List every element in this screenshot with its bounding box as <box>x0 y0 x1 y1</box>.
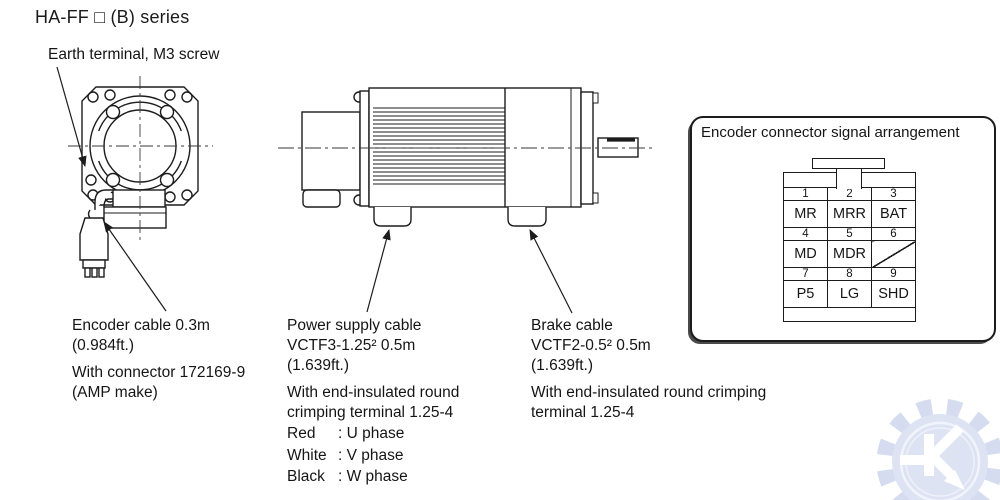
phase-black: Black : W phase <box>287 466 459 488</box>
gear-k-logo-icon <box>876 398 1000 500</box>
pin-signal: MRR <box>827 200 872 228</box>
pin-signal-table: 1 2 3 MR MRR BAT 4 5 6 MD MDR 7 8 9 P5 L… <box>783 172 916 322</box>
encoder-cable-line3: With connector 172169-9 <box>72 364 246 381</box>
table-row <box>783 307 916 322</box>
power-cable-line1: Power supply cable <box>287 317 422 334</box>
table-row: 7 8 9 <box>783 267 916 281</box>
power-cable-line3: (1.639ft.) <box>287 357 350 374</box>
connector-key-stem <box>836 166 862 189</box>
pin-signal: MR <box>783 200 828 228</box>
pin-number: 3 <box>871 187 916 201</box>
side-view-drawing <box>278 87 652 227</box>
encoder-cable-label: Encoder cable 0.3m (0.984ft.) With conne… <box>72 316 245 403</box>
phase-white-name: White <box>287 446 327 464</box>
phase-white-desc: : V phase <box>338 446 404 464</box>
power-cable-label: Power supply cable VCTF3-1.25² 0.5m (1.6… <box>287 316 459 488</box>
pin-signal: P5 <box>783 280 828 308</box>
encoder-cable-line1: Encoder cable 0.3m <box>72 317 210 334</box>
pin-number: 6 <box>871 227 916 241</box>
power-cable-line2: VCTF3-1.25² 0.5m <box>287 337 416 354</box>
power-cable-leader-arrow <box>366 228 391 313</box>
power-cable-line4: With end-insulated round <box>287 384 460 401</box>
table-row: P5 LG SHD <box>783 280 916 308</box>
power-cable-line5: crimping terminal 1.25-4 <box>287 404 454 421</box>
phase-red: Red : U phase <box>287 423 459 445</box>
table-row: MR MRR BAT <box>783 200 916 228</box>
pin-number: 4 <box>783 227 828 241</box>
page-title: HA-FF □ (B) series <box>35 7 190 27</box>
pin-number: 8 <box>827 267 872 281</box>
pin-signal: BAT <box>871 200 916 228</box>
pin-number: 9 <box>871 267 916 281</box>
encoder-panel-title: Encoder connector signal arrangement <box>701 124 960 141</box>
encoder-cable-leader-arrow <box>103 221 167 312</box>
pin-number: 7 <box>783 267 828 281</box>
brake-cable-line3: (1.639ft.) <box>531 357 594 374</box>
brake-cable-line5: terminal 1.25-4 <box>531 404 635 421</box>
encoder-cable-line2: (0.984ft.) <box>72 337 135 354</box>
pin-signal: MDR <box>827 240 872 268</box>
phase-red-name: Red <box>287 425 316 442</box>
pin-signal: LG <box>827 280 872 308</box>
brake-cable-line1: Brake cable <box>531 317 613 334</box>
phase-black-desc: : W phase <box>338 468 408 485</box>
table-row: 4 5 6 <box>783 227 916 241</box>
pin-number: 5 <box>827 227 872 241</box>
pin-signal: MD <box>783 240 828 268</box>
pin-signal: SHD <box>871 280 916 308</box>
brake-cable-leader-arrow <box>529 229 573 314</box>
pin-signal-no-connection <box>871 240 916 268</box>
earth-terminal-label: Earth terminal, M3 screw <box>48 46 220 63</box>
brake-cable-line4: With end-insulated round crimping <box>531 384 767 401</box>
front-view-drawing <box>68 76 213 278</box>
table-row: MD MDR <box>783 240 916 268</box>
phase-white: White : V phase <box>287 445 459 467</box>
encoder-cable-line4: (AMP make) <box>72 384 158 401</box>
pin-number: 2 <box>827 187 872 201</box>
connector-key-bar <box>812 158 885 169</box>
table-row: 1 2 3 <box>783 187 916 201</box>
phase-black-name: Black <box>287 468 325 485</box>
brake-cable-label: Brake cable VCTF2-0.5² 0.5m (1.639ft.) W… <box>531 316 766 423</box>
brake-cable-line2: VCTF2-0.5² 0.5m <box>531 337 651 354</box>
earth-terminal-leader-arrow <box>56 66 87 168</box>
phase-red-desc: : U phase <box>338 425 405 442</box>
pin-number: 1 <box>783 187 828 201</box>
